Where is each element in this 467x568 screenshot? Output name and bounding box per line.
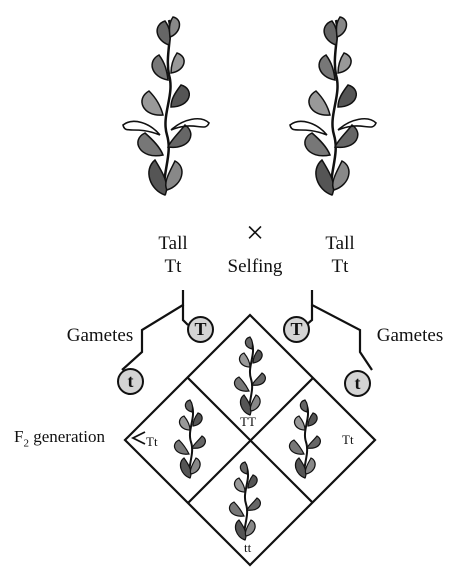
cell-right-genotype: Tt: [342, 432, 354, 447]
gamete-right-dominant-circle: T: [283, 316, 310, 343]
offspring-plant-left-image: [173, 399, 207, 479]
f2-pointer: [130, 431, 146, 445]
parent-left-genotype: Tt: [164, 256, 182, 277]
gametes-right-label: Gametes: [376, 325, 444, 346]
parent-plant-left-image: [121, 15, 211, 197]
offspring-plant-top-image: [233, 336, 267, 416]
cell-left-genotype: Tt: [146, 434, 158, 449]
parent-right-trait: Tall: [325, 233, 355, 254]
parent-left-trait: Tall: [158, 233, 188, 254]
cell-top-genotype: TT: [240, 414, 256, 429]
parent-plant-right-image: [288, 15, 378, 197]
cell-bottom-genotype: tt: [244, 540, 252, 555]
gametes-left-label: Gametes: [66, 325, 134, 346]
f2-generation-label: F2 generation: [14, 427, 105, 450]
punnett-diamond: [123, 313, 377, 567]
cross-symbol: ×: [245, 214, 265, 250]
gamete-right-recessive-circle: t: [344, 370, 371, 397]
offspring-plant-bottom-image: [228, 461, 262, 541]
selfing-label: Selfing: [227, 256, 283, 277]
gamete-left-recessive-circle: t: [117, 368, 144, 395]
offspring-plant-right-image: [288, 399, 322, 479]
parent-right-genotype: Tt: [331, 256, 349, 277]
gamete-left-dominant-circle: T: [187, 316, 214, 343]
